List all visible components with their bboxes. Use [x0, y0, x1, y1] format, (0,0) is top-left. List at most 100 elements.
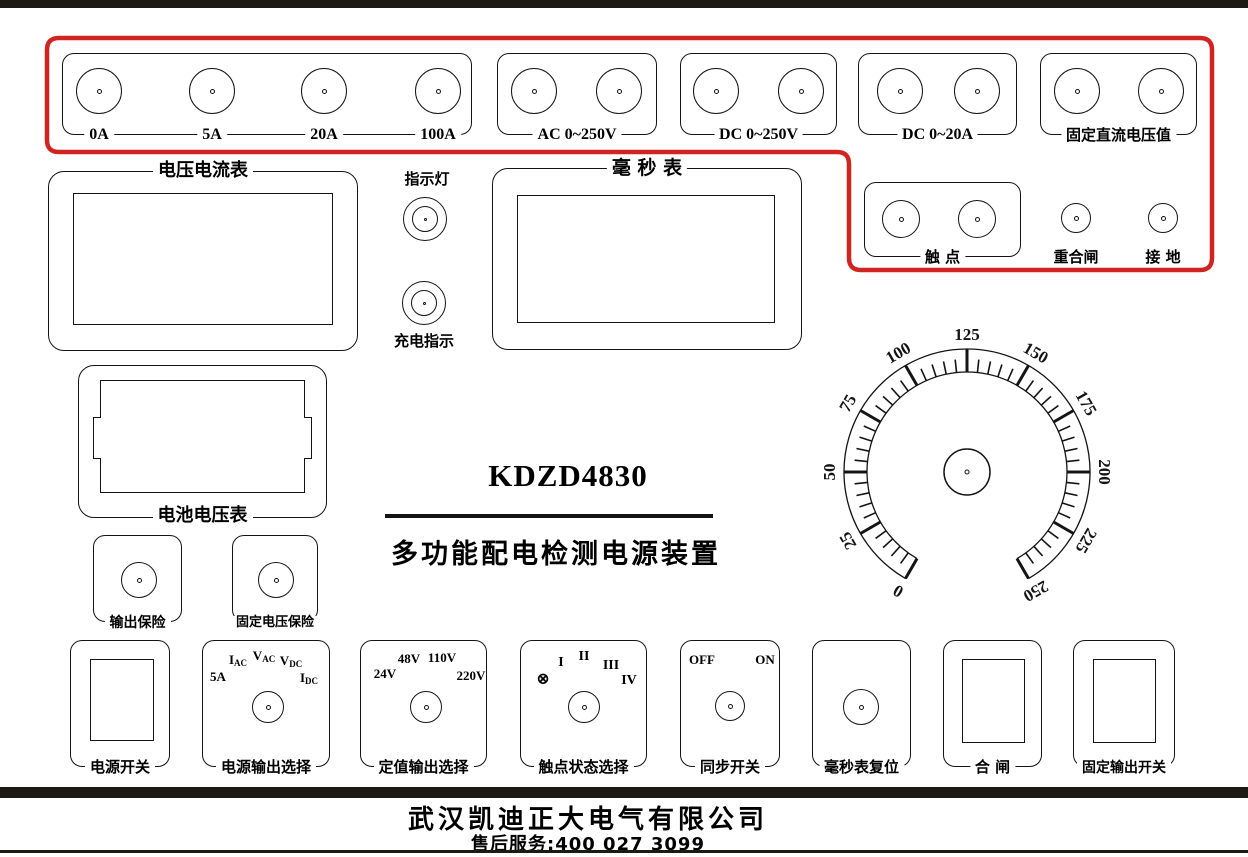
dial-tick	[856, 492, 870, 497]
terminal-center	[1158, 88, 1164, 94]
terminal-dcv-2[interactable]	[778, 68, 824, 114]
group-label-ac: AC 0~250V	[532, 125, 622, 144]
terminal-5a[interactable]	[189, 68, 235, 114]
selector-pos-5a: 5A	[210, 669, 226, 684]
dial-tick	[1064, 492, 1078, 497]
dial-tick	[904, 364, 919, 387]
contact-state-selector: ⊗ I II III IV 触点状态选择	[520, 640, 647, 776]
sync-pos-off: OFF	[689, 652, 715, 667]
dial-tick	[854, 459, 868, 463]
terminal-fixed-2[interactable]	[1138, 68, 1184, 114]
terminal-dca-1[interactable]	[877, 68, 923, 114]
dial-tick	[863, 425, 876, 433]
knob-center	[265, 704, 271, 710]
terminal-0a[interactable]	[76, 68, 122, 114]
ms-reset-button[interactable]	[843, 689, 879, 725]
terminal-dca-2[interactable]	[954, 68, 1000, 114]
terminal-recloser[interactable]	[1061, 203, 1091, 233]
dial-tick	[1033, 545, 1044, 557]
close-switch-button[interactable]	[962, 659, 1025, 743]
power-switch-rocker[interactable]	[90, 659, 154, 741]
terminal-20a[interactable]	[301, 68, 347, 114]
millisecond-meter-display	[517, 195, 775, 323]
dial-scale-label: 200	[1095, 459, 1114, 485]
dial-knob[interactable]	[943, 448, 991, 496]
footer-divider-bar	[0, 787, 1248, 798]
dial-scale-label: 75	[835, 391, 860, 415]
sync-switch: OFF ON 同步开关	[680, 640, 780, 776]
selector-pos-220v: 220V	[456, 668, 486, 683]
dial-tick	[1052, 409, 1075, 424]
output-fuse: 输出保险	[93, 535, 182, 631]
dial-tick	[863, 511, 876, 519]
dial-tick	[1047, 404, 1059, 414]
terminal-ac-1[interactable]	[511, 68, 557, 114]
terminal-ac-2[interactable]	[596, 68, 642, 114]
dial-tick	[859, 520, 882, 535]
terminal-label-5a: 5A	[197, 125, 227, 144]
terminal-group-dc-0-250v: DC 0~250V	[680, 53, 837, 144]
volt-ammeter: 电压电流表	[48, 160, 358, 351]
terminal-center	[209, 88, 215, 94]
terminal-group-dc-0-20a: DC 0~20A	[858, 53, 1017, 144]
terminal-100a[interactable]	[415, 68, 461, 114]
dial-tick	[1015, 557, 1030, 580]
selector-pos-ii: II	[578, 649, 590, 664]
dial-scale-label: 25	[835, 529, 860, 553]
selector-pos-iv: IV	[621, 673, 637, 688]
selector-pos-48v: 48V	[397, 651, 421, 666]
ms-reset: 毫秒表复位	[812, 640, 911, 776]
terminal-center	[616, 88, 622, 94]
dial-scale-label: 0	[890, 581, 907, 602]
fixed-output-switch[interactable]: 固定输出开关	[1073, 640, 1175, 776]
fixed-voltage-fuse-holder[interactable]	[258, 562, 294, 598]
power-switch-label: 电源开关	[84, 758, 156, 776]
dial-tick	[1066, 481, 1080, 485]
fixed-output-selector: 24V 48V 110V 220V 定值输出选择	[360, 640, 487, 776]
battery-voltmeter: 电池电压表	[78, 365, 327, 527]
dial-scale-label: 250	[1020, 577, 1052, 606]
dial-tick	[899, 552, 909, 564]
service-phone: 售后服务:400 027 3099	[471, 834, 705, 855]
terminal-group-current: 0A 5A 20A 100A	[62, 53, 472, 144]
ms-reset-label: 毫秒表复位	[818, 758, 905, 776]
group-label-dca: DC 0~20A	[897, 125, 978, 144]
dial-tick	[1058, 425, 1071, 433]
terminal-contact-1[interactable]	[882, 200, 920, 238]
fixed-output-knob[interactable]	[410, 691, 442, 723]
output-fuse-holder[interactable]	[121, 562, 157, 598]
charge-indicator-light	[402, 281, 446, 325]
dial-tick	[987, 361, 992, 375]
fixed-output-selector-label: 定值输出选择	[373, 758, 474, 776]
terminal-center	[798, 88, 804, 94]
dial-tick	[931, 364, 937, 378]
terminal-ground[interactable]	[1148, 203, 1178, 233]
dial-tick	[882, 395, 894, 406]
knob-center	[423, 704, 429, 710]
terminal-center	[974, 88, 980, 94]
terminal-center	[1073, 215, 1079, 221]
fixed-output-switch-button[interactable]	[1093, 659, 1156, 743]
terminal-contact-2[interactable]	[958, 200, 996, 238]
close-switch[interactable]: 合 闸	[943, 640, 1042, 776]
lens-center	[423, 217, 427, 221]
sync-switch-knob[interactable]	[715, 691, 745, 721]
company-name: 武汉凯迪正大电气有限公司	[407, 805, 769, 835]
dial-tick	[1033, 387, 1044, 399]
terminal-fixed-1[interactable]	[1054, 68, 1100, 114]
fixed-voltage-fuse-label: 固定电压保险	[230, 615, 320, 631]
close-switch-label: 合 闸	[969, 758, 1016, 776]
contact-state-knob[interactable]	[568, 691, 600, 723]
terminal-center	[897, 88, 903, 94]
selector-pos-iac: IAC	[228, 652, 248, 668]
power-switch[interactable]: 电源开关	[70, 640, 170, 776]
dial-tick	[1047, 530, 1059, 540]
power-output-knob[interactable]	[252, 691, 284, 723]
terminal-dcv-1[interactable]	[693, 68, 739, 114]
dial-tick	[1064, 447, 1078, 452]
dial-scale-label: 125	[954, 325, 980, 344]
selector-pos-110v: 110V	[427, 650, 457, 665]
